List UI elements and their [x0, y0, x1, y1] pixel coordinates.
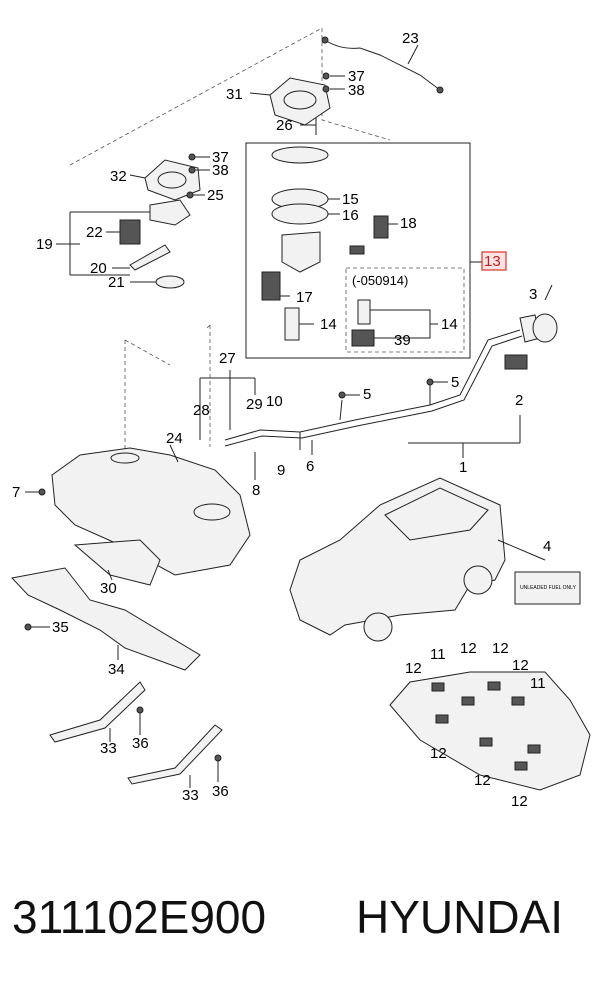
callout-9: 9 — [277, 462, 286, 479]
callout-12f: 12 — [474, 772, 491, 789]
exploded-parts-diagram — [11, 27, 591, 791]
callout-30: 30 — [100, 580, 117, 597]
sticker-text: UNLEADED FUEL ONLY — [520, 585, 576, 591]
sender-plate — [149, 199, 191, 226]
callout-8: 8 — [252, 482, 261, 499]
part-22-sender — [119, 219, 141, 245]
callout-14a: 14 — [320, 316, 337, 333]
part-21-ring — [155, 275, 185, 289]
dash-outline-left — [124, 339, 171, 455]
part-20-float — [129, 244, 171, 271]
callout-12a: 12 — [405, 660, 422, 677]
callout-35: 35 — [52, 619, 69, 636]
callout-12g: 12 — [511, 793, 528, 810]
part-17-regulator — [261, 271, 281, 301]
callout-10: 10 — [266, 393, 283, 410]
callout-12e: 12 — [430, 745, 447, 762]
callout-39: 39 — [394, 332, 411, 349]
callout-34: 34 — [108, 661, 125, 678]
callout-29: 29 — [246, 396, 263, 413]
callout-33b: 33 — [182, 787, 199, 804]
callout-38b: 38 — [212, 162, 229, 179]
callout-22: 22 — [86, 224, 103, 241]
callout-2: 2 — [515, 392, 524, 409]
vehicle-illustration — [289, 477, 506, 636]
part-39-filter — [351, 329, 375, 347]
callout-16: 16 — [342, 207, 359, 224]
part-30-shield — [73, 539, 161, 586]
part-33-strap-a — [49, 681, 146, 743]
callout-25: 25 — [207, 187, 224, 204]
callout-36a: 36 — [132, 735, 149, 752]
part-24-fuel-tank — [51, 447, 251, 576]
caption-bar: 311102E900 HYUNDAI — [0, 880, 600, 960]
part-4-label-sticker — [514, 571, 581, 605]
callout-11b: 11 — [530, 675, 546, 692]
variant-pump — [357, 299, 371, 325]
callout-7: 7 — [12, 484, 21, 501]
part-2-housing — [504, 354, 528, 370]
pump-flange — [271, 146, 329, 164]
callout-21: 21 — [108, 274, 125, 291]
part-18-connector — [373, 215, 389, 239]
callout-33a: 33 — [100, 740, 117, 757]
callout-32: 32 — [110, 168, 127, 185]
callout-37a: 37 — [348, 68, 365, 85]
part-3-cap — [532, 313, 558, 343]
callout-38a: 38 — [348, 82, 365, 99]
part-13-highlight — [481, 251, 507, 271]
part-number: 311102E900 — [12, 891, 267, 943]
part-12-tank-cover — [389, 671, 591, 791]
callout-24: 24 — [166, 430, 183, 447]
callout-19: 19 — [36, 236, 53, 253]
part-34-cover — [11, 567, 201, 671]
callout-12c: 12 — [492, 640, 509, 657]
callout-13: 13 — [484, 253, 501, 270]
callout-20: 20 — [90, 260, 107, 277]
callout-18: 18 — [400, 215, 417, 232]
callout-28: 28 — [193, 402, 210, 419]
callout-17: 17 — [296, 289, 313, 306]
callout-1: 1 — [459, 459, 468, 476]
callout-12b: 12 — [460, 640, 477, 657]
variant-note: (-050914) — [352, 273, 409, 288]
pump-module-box — [245, 142, 471, 359]
callout-4: 4 — [543, 538, 552, 555]
callout-6: 6 — [306, 458, 315, 475]
callout-36b: 36 — [212, 783, 229, 800]
callout-31: 31 — [226, 86, 243, 103]
callout-26: 26 — [276, 117, 293, 134]
variant-box — [345, 267, 465, 353]
callout-12d: 12 — [512, 657, 529, 674]
filler-neck — [224, 329, 521, 441]
callout-3: 3 — [529, 286, 538, 303]
callout-15: 15 — [342, 191, 359, 208]
part-23-wire — [324, 39, 441, 91]
callout-14b: 14 — [441, 316, 458, 333]
brand-name: HYUNDAI — [356, 891, 564, 943]
part-16-ring — [271, 203, 329, 225]
callout-5a: 5 — [363, 386, 372, 403]
dash-outline-top — [69, 27, 391, 166]
callout-11a: 11 — [430, 646, 446, 663]
callout-5b: 5 — [451, 374, 460, 391]
part-33-strap-b — [127, 724, 223, 785]
pump-reservoir — [281, 231, 321, 273]
callout-27: 27 — [219, 350, 236, 367]
callout-37b: 37 — [212, 149, 229, 166]
callout-23: 23 — [402, 30, 419, 47]
part-14-pump — [284, 307, 300, 341]
